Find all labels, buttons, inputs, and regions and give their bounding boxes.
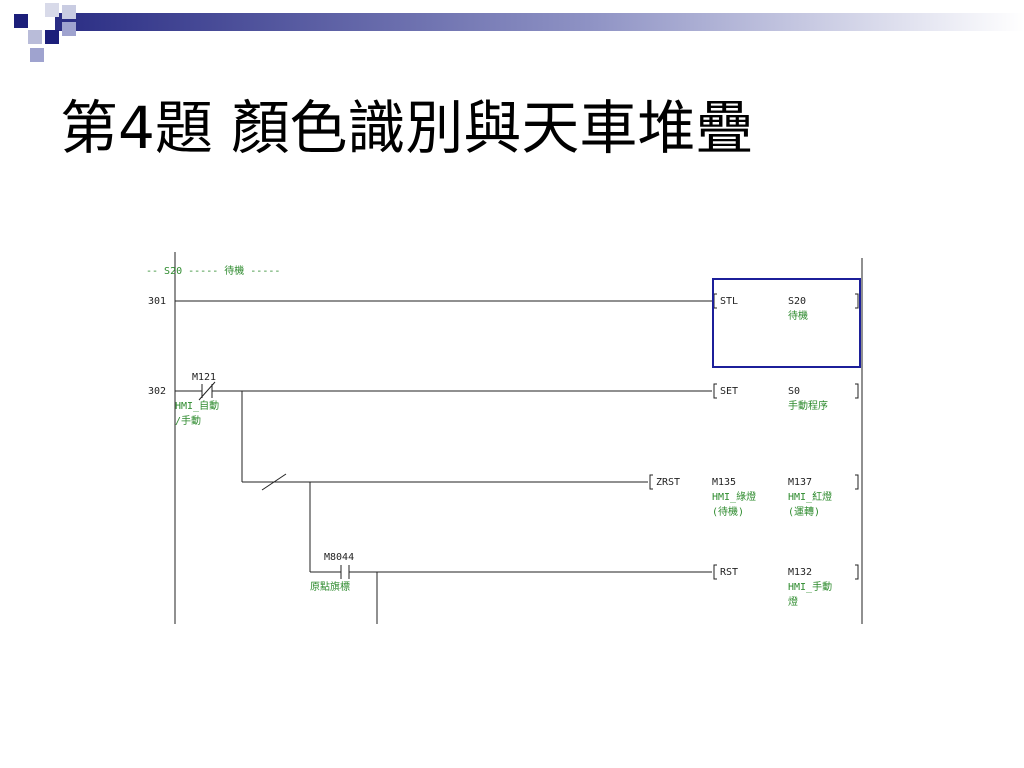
stl-bracket-right xyxy=(855,293,859,309)
stl-bracket-left xyxy=(713,293,717,309)
rst-bracket-left xyxy=(713,564,717,580)
rung-301-operand-comment: 待機 xyxy=(788,309,808,322)
m8044-contact-label: M8044 xyxy=(324,552,354,563)
rst-instruction: RST xyxy=(720,567,738,578)
deco-square-light-1 xyxy=(45,3,59,17)
ladder-diagram: -- S20 ----- 待機 ----- 301 STL S20 待機 302… xyxy=(146,252,863,624)
set-bracket-right xyxy=(855,383,859,399)
zrst-wire-slash xyxy=(261,473,287,491)
rung-301-operand: S20 xyxy=(788,296,806,307)
zrst-operand-2-comment-2: (運轉) xyxy=(788,505,820,518)
zrst-operand-2: M137 xyxy=(788,477,812,488)
m121-comment-1: HMI_自動 xyxy=(175,399,219,412)
set-bracket-left xyxy=(713,383,717,399)
zrst-operand-1-comment-2: (待機) xyxy=(712,505,744,518)
rst-operand: M132 xyxy=(788,567,812,578)
deco-square-mid-2 xyxy=(30,48,44,62)
zrst-instruction: ZRST xyxy=(656,477,680,488)
rung-302-instruction: SET xyxy=(720,386,738,397)
zrst-bracket-right xyxy=(855,474,859,490)
header-gradient-bar xyxy=(55,13,1024,31)
deco-square-light-2 xyxy=(62,5,76,19)
deco-square-mid-1 xyxy=(62,22,76,36)
rung-301-instruction: STL xyxy=(720,296,738,307)
deco-square-dark-1 xyxy=(14,14,28,28)
rst-operand-comment-1: HMI_手動 xyxy=(788,580,832,593)
rung-302-step: 302 xyxy=(148,386,166,397)
m121-comment-2: /手動 xyxy=(175,414,201,427)
zrst-bracket-left xyxy=(649,474,653,490)
m8044-comment: 原點旗標 xyxy=(310,580,350,593)
rung-302-operand: S0 xyxy=(788,386,800,397)
rung-302-operand-comment: 手動程序 xyxy=(788,399,828,412)
zrst-operand-2-comment-1: HMI_紅燈 xyxy=(788,491,832,503)
rung-301-step: 301 xyxy=(148,296,166,307)
rst-bracket-right xyxy=(855,564,859,580)
selection-highlight-box xyxy=(712,278,861,368)
rst-operand-comment-2: 燈 xyxy=(788,596,798,608)
zrst-operand-1: M135 xyxy=(712,477,736,488)
page-title: 第4題 顏色識別與天車堆疊 xyxy=(60,94,754,162)
deco-square-light-3 xyxy=(28,30,42,44)
zrst-operand-1-comment-1: HMI_綠燈 xyxy=(712,491,756,503)
header-decoration xyxy=(14,3,1024,62)
m121-contact-nc-slash xyxy=(198,381,216,401)
deco-square-dark-2 xyxy=(45,30,59,44)
m121-contact-label: M121 xyxy=(192,372,216,383)
section-comment: -- S20 ----- 待機 ----- xyxy=(146,264,280,277)
